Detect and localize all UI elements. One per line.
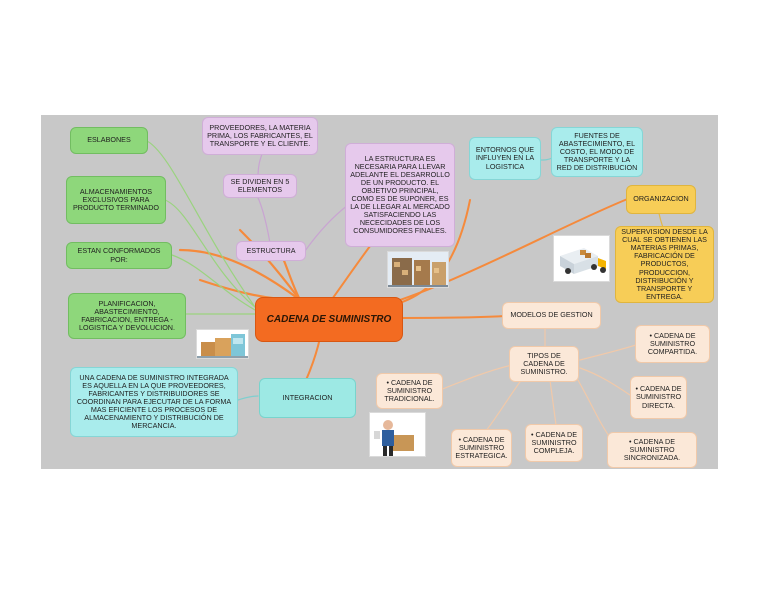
almacenamientos-node: ALMACENAMIENTOS EXCLUSIVOS PARA PRODUCTO… — [66, 176, 166, 224]
modelos-node: MODELOS DE GESTION — [502, 302, 601, 329]
estrategica-node: • CADENA DE SUMINISTRO ESTRATEGICA. — [451, 429, 512, 467]
compartida-node: • CADENA DE SUMINISTRO COMPARTIDA. — [635, 325, 710, 363]
warehouse-image — [387, 251, 449, 288]
dividen-node: SE DIVIDEN EN 5 ELEMENTOS — [223, 174, 297, 198]
integrada-node: UNA CADENA DE SUMINISTRO INTEGRADA ES AQ… — [70, 367, 238, 437]
central-topic: CADENA DE SUMINISTRO — [255, 297, 403, 342]
tipos-node: TIPOS DE CADENA DE SUMINISTRO. — [509, 346, 579, 382]
organizacion-node: ORGANIZACION — [626, 185, 696, 214]
directa-node: • CADENA DE SUMINISTRO DIRECTA. — [630, 376, 687, 419]
truck-image — [553, 235, 610, 282]
compleja-node: • CADENA DE SUMINISTRO COMPLEJA. — [525, 424, 583, 462]
tradicional-node: • CADENA DE SUMINISTRO TRADICIONAL. — [376, 373, 443, 409]
fuentes-node: FUENTES DE ABASTECIMIENTO, EL COSTO, EL … — [551, 127, 643, 177]
sincronizada-node: • CADENA DE SUMINISTRO SINCRONIZADA. — [607, 432, 697, 468]
worker-image — [369, 412, 426, 457]
supervision-node: SUPERVISION DESDE LA CUAL SE OBTIENEN LA… — [615, 226, 714, 303]
packages-image — [196, 329, 249, 359]
eslabones-node: ESLABONES — [70, 127, 148, 154]
proveedores-node: PROVEEDORES, LA MATERIA PRIMA, LOS FABRI… — [202, 117, 318, 155]
entornos-node: ENTORNOS QUE INFLUYEN EN LA LOGISTICA — [469, 137, 541, 180]
planificacion-node: PLANIFICACION, ABASTECIMIENTO, FABRICACI… — [68, 293, 186, 339]
integracion-node: INTEGRACION — [259, 378, 356, 418]
conformados-node: ESTAN CONFORMADOS POR: — [66, 242, 172, 269]
estructura-desc-node: LA ESTRUCTURA ES NECESARIA PARA LLEVAR A… — [345, 143, 455, 247]
estructura-node: ESTRUCTURA — [236, 241, 306, 261]
